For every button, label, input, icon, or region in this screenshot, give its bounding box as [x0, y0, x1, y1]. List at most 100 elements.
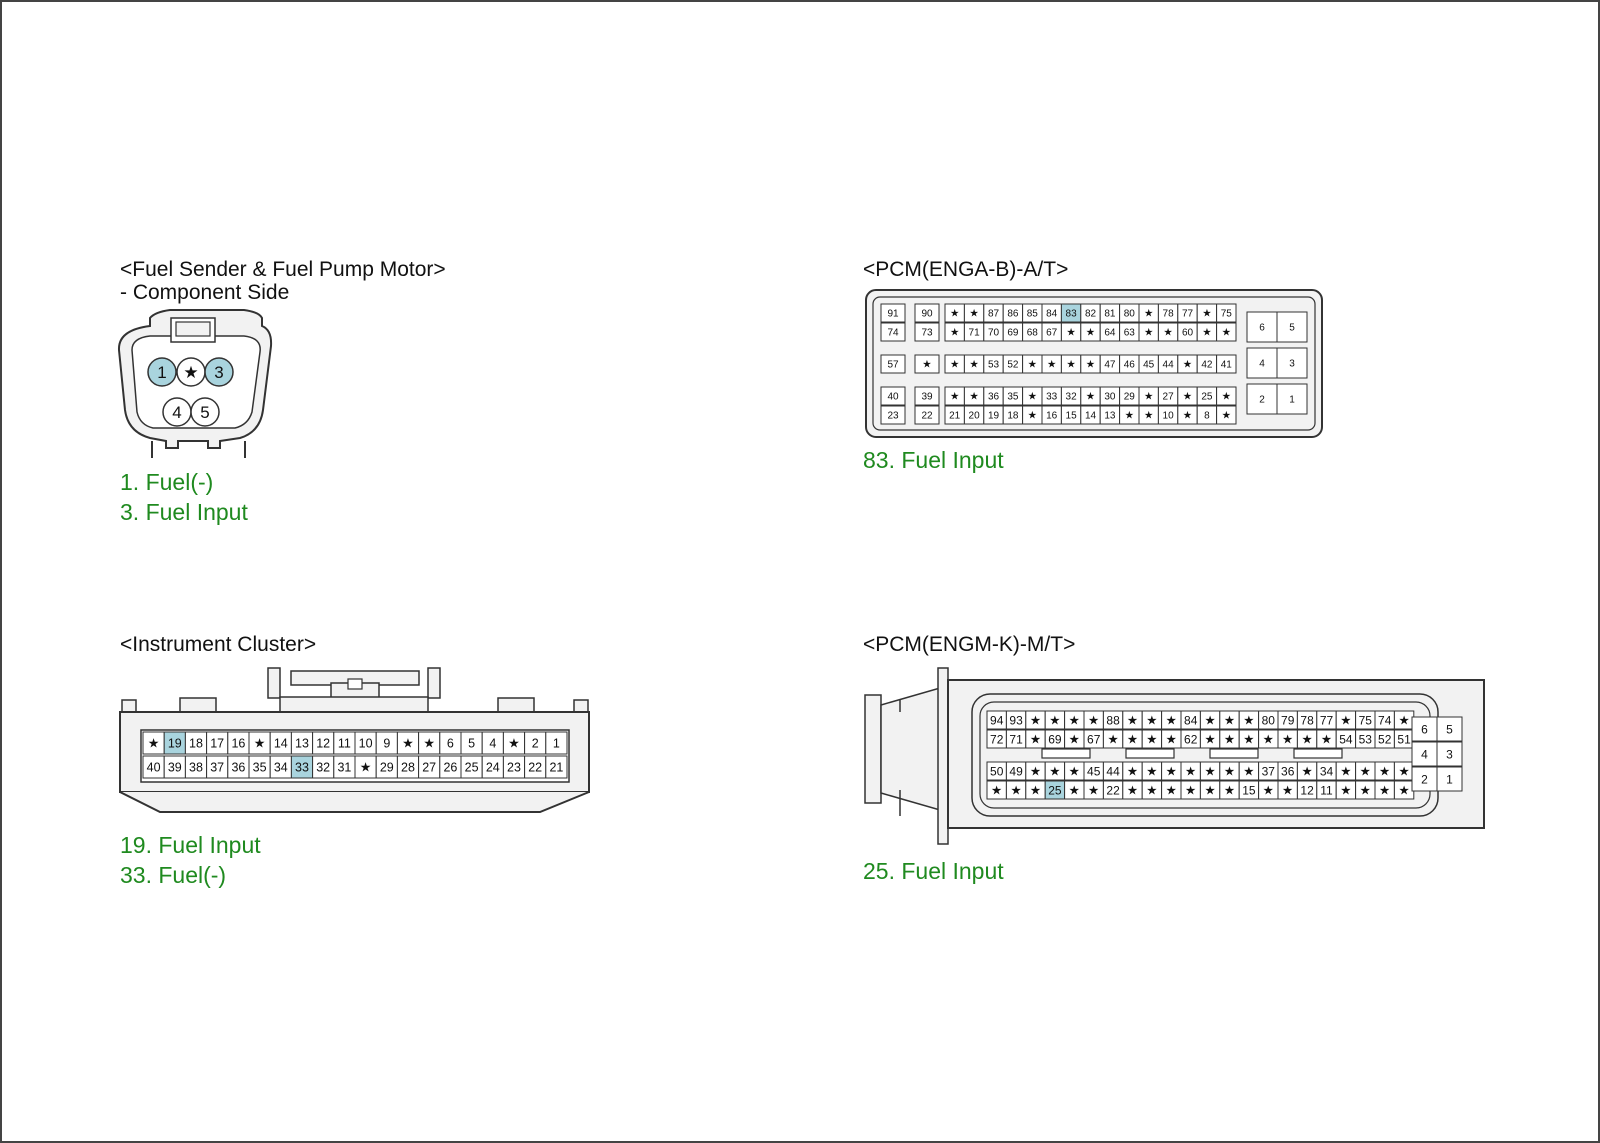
cluster-pin-37: 37	[210, 761, 224, 775]
pcm-a-title: <PCM(ENGA-B)-A/T>	[863, 258, 1069, 281]
cluster-pin-2: 2	[532, 737, 539, 751]
pcm-a-pin-63: 63	[1124, 328, 1136, 339]
pcm-a-pin-81: 81	[1104, 309, 1116, 320]
pcm-a-pin-87: 87	[988, 309, 1000, 320]
pcm-a-pin-75-cell	[1216, 303, 1237, 323]
pcm-a-pin-57: 57	[887, 360, 899, 371]
pcm-a-pin-39-cell	[914, 386, 940, 406]
cluster-pin-29: 29	[380, 761, 394, 775]
pcm-a-pin-75: 75	[1221, 309, 1233, 320]
pcm-m-pin-5-cell	[1436, 716, 1463, 742]
pin-star-marker: ★	[1127, 764, 1138, 778]
pcm-a-pin-★-cell	[1216, 322, 1237, 342]
pin-star-marker: ★	[254, 736, 266, 751]
pcm-a-pin-39: 39	[921, 392, 933, 403]
pcm-a-pin-25: 25	[1201, 392, 1213, 403]
cluster-pin-6: 6	[447, 737, 454, 751]
pin-star-marker: ★	[1243, 732, 1254, 746]
pin-star-marker: ★	[1127, 732, 1138, 746]
pcm-m-pin-4: 4	[1421, 747, 1428, 761]
pcm-a-pin-41-cell	[1216, 354, 1237, 374]
cluster-pin-21-cell	[545, 755, 568, 779]
pin-star-marker: ★	[950, 391, 960, 403]
pcm-a-pin-23-cell	[880, 405, 906, 425]
pcm-a-pin-★-cell	[914, 354, 940, 374]
pin-star-marker: ★	[922, 359, 932, 371]
pin-star-marker: ★	[1030, 764, 1041, 778]
pcm-a-pin-1-cell	[1276, 383, 1308, 415]
pcm-a-pin-82: 82	[1085, 309, 1097, 320]
pcm-a-pin-22: 22	[921, 411, 933, 422]
pin-star-marker: ★	[1066, 327, 1076, 339]
pin-star-marker: ★	[1204, 732, 1215, 746]
pcm-m-pin-78: 78	[1300, 713, 1314, 727]
pin-star-marker: ★	[1146, 713, 1157, 727]
pin-star-marker: ★	[1144, 391, 1154, 403]
pin-star-marker: ★	[1144, 308, 1154, 320]
pin-star-marker: ★	[1146, 783, 1157, 797]
cluster-pin-35: 35	[253, 761, 267, 775]
pcm-m-pin-2: 2	[1421, 772, 1428, 786]
pcm-a-pin-22-cell	[914, 405, 940, 425]
cluster-pin-14: 14	[274, 737, 288, 751]
cluster-pin-26: 26	[443, 761, 457, 775]
pin-star-marker: ★	[1282, 783, 1293, 797]
pcm-m-pin-34: 34	[1320, 764, 1334, 778]
pin-star-marker: ★	[950, 327, 960, 339]
pin-star-marker: ★	[1379, 783, 1390, 797]
pcm-a-pin-77: 77	[1182, 309, 1194, 320]
cluster-title: <Instrument Cluster>	[120, 633, 317, 656]
pin-star-marker: ★	[1010, 783, 1021, 797]
pin-star-marker: ★	[148, 736, 160, 751]
pin-star-marker: ★	[1066, 359, 1076, 371]
pcm-a-pin-33: 33	[1046, 392, 1058, 403]
pcm-a-pin-80: 80	[1124, 309, 1136, 320]
cluster-pin-36: 36	[231, 761, 245, 775]
pcm-a-pin-29: 29	[1124, 392, 1136, 403]
pin-star-marker: ★	[1282, 732, 1293, 746]
pin-star-marker: ★	[1222, 327, 1232, 339]
fuel-sender-pin-4: 4	[172, 403, 181, 422]
pin-star-marker: ★	[423, 736, 435, 751]
pcm-a-pin-3: 3	[1289, 359, 1295, 370]
pcm-a-pin-★-cell	[1216, 386, 1237, 406]
pcm-a-pin-64: 64	[1104, 328, 1116, 339]
pcm-a-pin-3-cell	[1276, 347, 1308, 379]
pcm-m-pin-1: 1	[1446, 772, 1453, 786]
cluster-pin-27: 27	[422, 761, 436, 775]
cluster-pin-25: 25	[465, 761, 479, 775]
pcm-m-pin-1-cell	[1436, 766, 1463, 792]
pcm-a-pin-70: 70	[988, 328, 1000, 339]
pin-star-marker: ★	[1030, 783, 1041, 797]
pin-star-marker: ★	[1301, 732, 1312, 746]
cluster-pin-40: 40	[147, 761, 161, 775]
pcm-m-pin-72: 72	[990, 732, 1004, 746]
pcm-m-pin-2-cell	[1411, 766, 1438, 792]
pcm-a-pin-71: 71	[969, 328, 981, 339]
pin-star-marker: ★	[1224, 783, 1235, 797]
pcm-m-pin-37: 37	[1262, 764, 1276, 778]
fuel-sender-pin-5: 5	[200, 403, 209, 422]
fuel-sender-pin-circle	[204, 357, 234, 387]
pin-star-marker: ★	[1163, 327, 1173, 339]
cluster-pin-38: 38	[189, 761, 203, 775]
cluster-pin-32: 32	[316, 761, 330, 775]
cluster-pin-33: 33	[295, 761, 309, 775]
pcm-m-title: <PCM(ENGM-K)-M/T>	[863, 633, 1076, 656]
pcm-a-pin-60: 60	[1182, 328, 1194, 339]
pcm-a-pin-40-cell	[880, 386, 906, 406]
pcm-a-pin-45: 45	[1143, 360, 1155, 371]
pcm-a-pin-84: 84	[1046, 309, 1058, 320]
cluster-pin-31: 31	[337, 761, 351, 775]
pin-star-marker: ★	[1224, 713, 1235, 727]
pcm-m-pin-71: 71	[1009, 732, 1023, 746]
pcm-a-pin-47: 47	[1104, 360, 1116, 371]
pin-star-marker: ★	[1086, 391, 1096, 403]
pcm-m-pin-3-cell	[1436, 741, 1463, 767]
cluster-pin-24: 24	[486, 761, 500, 775]
pcm-a-pin-6: 6	[1259, 323, 1265, 334]
cluster-pin-23: 23	[507, 761, 521, 775]
pcm-a-pin-74: 74	[887, 328, 899, 339]
cluster-pin-39: 39	[168, 761, 182, 775]
pcm-a-pin-91-cell	[880, 303, 906, 323]
